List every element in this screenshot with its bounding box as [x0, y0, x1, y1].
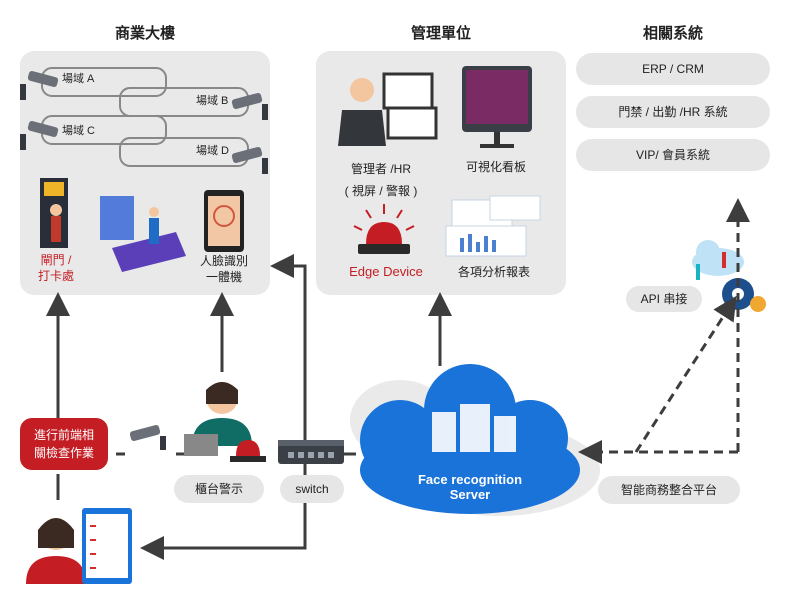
admin-label: 管理者 /HR ( 視屏 / 警報 ) [344, 162, 418, 198]
reports-label: 各項分析報表 [457, 265, 530, 279]
building-header: 商業大樓 [114, 25, 175, 42]
management-header: 管理單位 [410, 25, 471, 42]
area-label-b: 場域 B [196, 95, 229, 107]
gate-icon [40, 178, 68, 248]
dashboard-icon [462, 66, 532, 148]
cctv-icon [231, 146, 268, 174]
face-terminal-icon [204, 190, 244, 252]
face-device-label: 人臉識別 一體機 [199, 254, 248, 284]
api-label: API 串接 [626, 286, 702, 312]
siren-icon [353, 204, 415, 254]
dashboard-label: 可視化看板 [465, 160, 526, 174]
platform-label: 智能商務整合平台 [598, 476, 740, 504]
counter-staff-icon [184, 382, 252, 456]
system-erp-crm: ERP / CRM [576, 53, 770, 85]
cctv-icon [20, 120, 59, 150]
area-label-d: 場域 D [196, 145, 229, 157]
frontline-check-badge: 進行前端相 關檢查作業 [20, 418, 108, 470]
staff-clipboard-icon [26, 508, 132, 584]
related-systems-header: 相關系統 [642, 25, 703, 42]
admin-monitor-icon [338, 72, 438, 146]
system-vip: VIP/ 會員系統 [576, 139, 770, 171]
switch-label: switch [280, 475, 344, 503]
area-label-c: 場域 C [62, 125, 95, 137]
face-scan-gate-icon [100, 196, 186, 272]
area-label-a: 場域 A [62, 73, 95, 85]
counter-alert-label: 櫃台警示 [174, 475, 264, 503]
cctv-icon [20, 70, 59, 100]
api-cloud-icon [692, 240, 766, 312]
server-label: Face recognition Server [417, 472, 523, 502]
cctv-icon [129, 424, 166, 450]
cctv-icon [231, 92, 268, 120]
server-icon [432, 404, 516, 452]
dashed-connectors [116, 198, 750, 464]
switch-icon [278, 440, 344, 464]
alarm-light-icon [230, 440, 266, 462]
system-access-hr: 門禁 / 出勤 /HR 系統 [576, 96, 770, 128]
edge-device-label: Edge Device [349, 264, 423, 279]
gate-label: 閘門 / 打卡處 [37, 253, 74, 283]
report-charts-icon [445, 195, 541, 257]
